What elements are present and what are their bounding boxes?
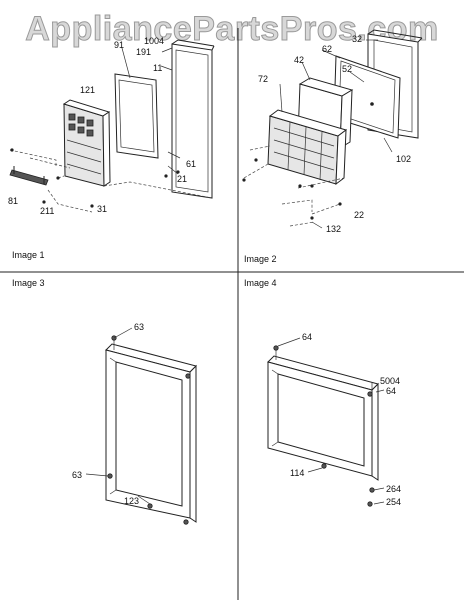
callout-63-left: 63 (72, 470, 82, 480)
callout-211: 211 (40, 206, 54, 216)
callout-72: 72 (258, 74, 268, 84)
callout-1004: 1004 (144, 36, 164, 46)
callout-254: 254 (386, 497, 401, 507)
callout-42: 42 (294, 55, 304, 65)
image-label-4: Image 4 (244, 278, 277, 288)
callout-123: 123 (124, 496, 139, 506)
image4-callouts: 64 5004 64 114 264 254 (290, 332, 401, 507)
callout-31: 31 (97, 204, 107, 214)
callout-132: 132 (326, 224, 341, 234)
callout-32: 32 (352, 34, 362, 44)
callout-121: 121 (80, 85, 95, 95)
callout-64-right: 64 (386, 386, 396, 396)
callout-102: 102 (396, 154, 411, 164)
callout-5004: 5004 (380, 376, 400, 386)
image-label-3: Image 3 (12, 278, 45, 288)
callout-114: 114 (290, 468, 304, 478)
callout-63-top: 63 (134, 322, 144, 332)
callout-52: 52 (342, 64, 352, 74)
callout-91: 91 (114, 40, 124, 50)
callout-11: 11 (153, 63, 162, 73)
image1-callouts: 91 191 1004 11 121 61 21 81 211 31 (8, 36, 196, 216)
callout-264: 264 (386, 484, 401, 494)
image3-callouts: 63 63 123 (72, 322, 144, 506)
callout-191: 191 (136, 47, 151, 57)
callout-22: 22 (354, 210, 364, 220)
image-label-1: Image 1 (12, 250, 45, 260)
image-label-2: Image 2 (244, 254, 277, 264)
image1-drawing (9, 39, 215, 213)
image4-gasket-frame (267, 337, 385, 507)
image3-gasket-frame (85, 327, 197, 525)
callout-21: 21 (177, 174, 187, 184)
callout-81: 81 (8, 196, 18, 206)
image2-drawing (242, 29, 423, 229)
image2-callouts: 32 62 42 52 72 102 22 132 (258, 34, 411, 234)
callout-61: 61 (186, 159, 196, 169)
callout-64-top: 64 (302, 332, 312, 342)
callout-62: 62 (322, 44, 332, 54)
